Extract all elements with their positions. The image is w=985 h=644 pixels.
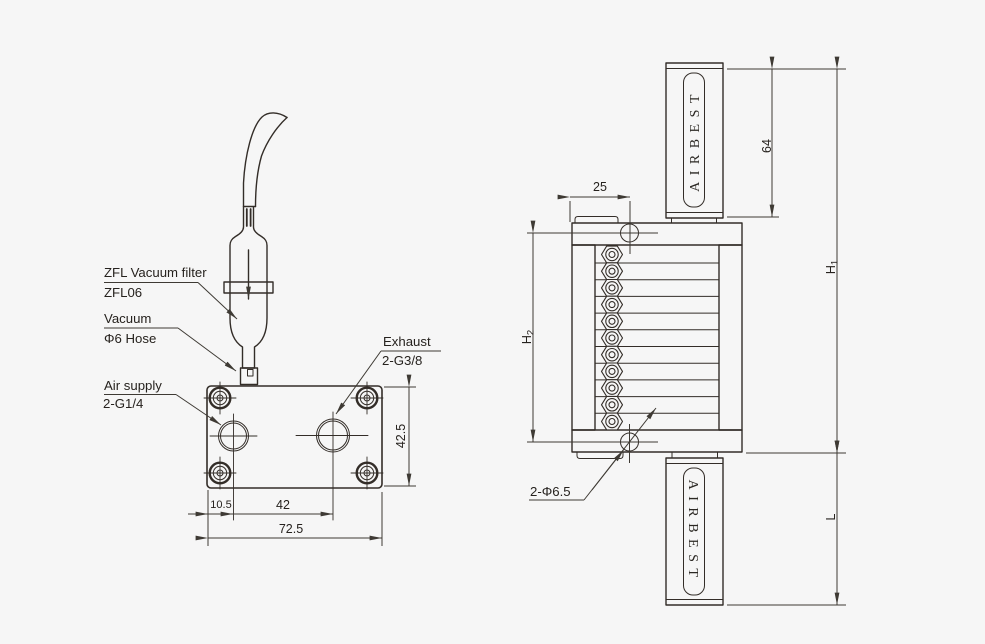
dim-text-h1: H1 xyxy=(824,260,841,274)
top-view-dimensions xyxy=(104,282,441,546)
dim-text-plate-width: 72.5 xyxy=(279,522,303,536)
screw-hole-bottom-left xyxy=(202,455,238,491)
air-supply-port xyxy=(209,413,258,521)
vacuum-hose xyxy=(242,112,288,227)
mounting-plate xyxy=(202,380,385,521)
dim-text-edge-to-hole: 10.5 xyxy=(210,499,231,511)
dim-text-hole-spacing: 42 xyxy=(276,498,290,512)
screw-hole-bottom-right xyxy=(349,455,385,491)
exhaust-port xyxy=(295,411,369,521)
top-muffler xyxy=(665,62,724,224)
dim-text-mount-holes: 2-Φ6.5 xyxy=(530,484,571,499)
vacuum-leader xyxy=(177,327,237,372)
top-view xyxy=(202,112,385,521)
filter-label-line2: ZFL06 xyxy=(104,285,142,300)
bottom-tab xyxy=(576,451,624,459)
exhaust-label-line1: Exhaust xyxy=(383,334,431,349)
exhaust-label-line2: 2-G3/8 xyxy=(382,353,422,368)
top-tab xyxy=(574,216,619,224)
side-view-dimensions xyxy=(527,56,846,606)
bottom-muffler-label-strip xyxy=(683,467,705,596)
top-muffler-label-strip xyxy=(683,72,705,208)
side-view-labels: AIRBEST AIRBEST 25 64 H1 H2 L 2-Φ6.5 xyxy=(520,88,841,583)
right-wall xyxy=(718,244,743,431)
left-wall xyxy=(571,244,596,431)
top-flange xyxy=(571,222,743,246)
dim-text-length: L xyxy=(824,513,838,520)
ejector-body xyxy=(571,216,743,459)
vacuum-label-line1: Vacuum xyxy=(104,311,151,326)
exhaust-leader xyxy=(335,350,382,415)
air-supply-label-line1: Air supply xyxy=(104,378,162,393)
dim-text-muffler-height: 64 xyxy=(760,139,774,153)
air-supply-leader xyxy=(175,394,222,426)
side-view xyxy=(571,62,743,606)
brand-text-top: AIRBEST xyxy=(688,88,703,192)
filter-label-line1: ZFL Vacuum filter xyxy=(104,265,207,280)
dim-text-h2: H2 xyxy=(520,330,537,344)
dim-text-tab-width: 25 xyxy=(593,180,607,194)
bottom-muffler xyxy=(665,451,724,606)
hex-fittings xyxy=(600,245,624,431)
air-supply-label-line2: 2-G1/4 xyxy=(103,396,143,411)
filter-leader xyxy=(197,282,238,320)
vacuum-label-line2: Φ6 Hose xyxy=(104,331,156,346)
vacuum-filter xyxy=(223,206,274,386)
top-view-labels: ZFL Vacuum filter ZFL06 Vacuum Φ6 Hose A… xyxy=(103,265,431,536)
brand-text-bottom: AIRBEST xyxy=(685,480,700,584)
dim-text-plate-height: 42.5 xyxy=(394,424,408,448)
hose-fitting xyxy=(239,367,259,386)
bottom-flange xyxy=(571,429,743,453)
